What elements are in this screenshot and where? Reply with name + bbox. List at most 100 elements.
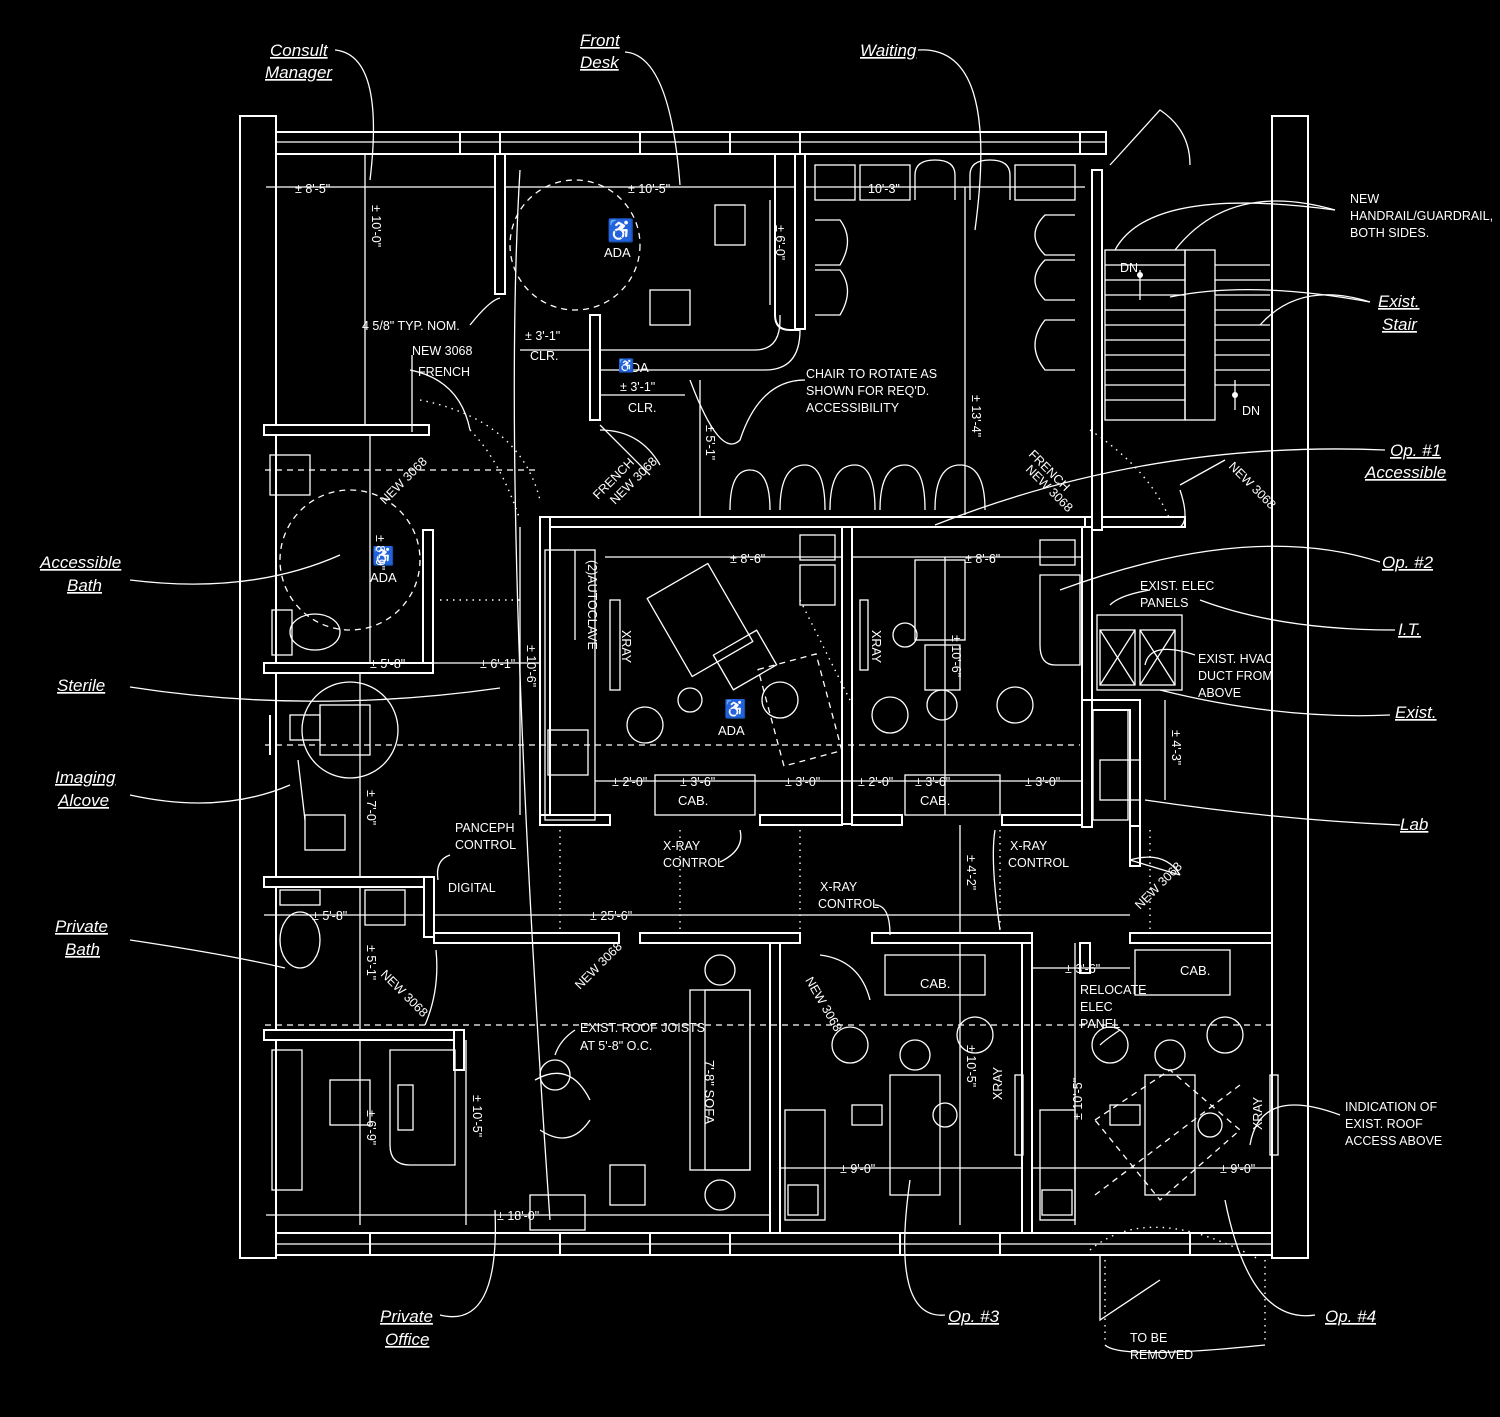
dim-corr-w: ± 25'-6" — [590, 909, 632, 923]
note-new3068-h: NEW 3068 — [378, 967, 431, 1020]
note-xray-control-1b: CONTROL — [663, 856, 724, 870]
label-front-desk-2: Desk — [580, 53, 620, 72]
dim-op2-w: ± 8'-6" — [965, 552, 1000, 566]
label-op4: Op. #4 — [1325, 1307, 1376, 1326]
note-typ-nom: 4 5/8" TYP. NOM. — [362, 319, 460, 333]
dim-office-h2: ± 10'-5" — [470, 1095, 484, 1137]
note-roof-access-3: ACCESS ABOVE — [1345, 1134, 1442, 1148]
note-french-a: FRENCH — [418, 365, 470, 379]
note-chair-1: CHAIR TO ROTATE AS — [806, 367, 937, 381]
note-sofa: 7'-8" SOFA — [702, 1060, 717, 1125]
dim-priv-bath-w: ± 5'-8" — [312, 909, 347, 923]
dim-priv-bath-h: ± 5'-1" — [364, 945, 378, 980]
label-imaging-alcove-1: Imaging — [55, 768, 116, 787]
label-private-office-1: Private — [380, 1307, 433, 1326]
dimension-lines — [264, 154, 1272, 1225]
private-office — [271, 954, 751, 1231]
note-remove-2: REMOVED — [1130, 1348, 1193, 1362]
note-cab-1: CAB. — [678, 793, 708, 808]
op1-equipment — [626, 534, 843, 816]
note-new3068-g: NEW 3068 — [572, 939, 625, 992]
dim-clr-1: ± 3'-1" — [525, 329, 560, 343]
note-relocate-3: PANEL — [1080, 1017, 1120, 1031]
lab-counter — [1092, 709, 1129, 821]
note-elec-2: PANELS — [1140, 596, 1188, 610]
note-handrail-3: BOTH SIDES. — [1350, 226, 1429, 240]
note-xray-3: XRAY — [991, 1066, 1005, 1100]
note-remove-1: TO BE — [1130, 1331, 1167, 1345]
dim-cab-a: ± 2'-0" — [612, 775, 647, 789]
note-ada-1: ADA — [604, 245, 631, 260]
dim-relocate-w: ± 3'-6" — [1065, 962, 1100, 976]
dim-consult-w: ± 8'-5" — [295, 182, 330, 196]
note-relocate-2: ELEC — [1080, 1000, 1113, 1014]
note-new3068-e: NEW 3068 — [377, 454, 430, 507]
waiting-chairs — [729, 159, 1076, 511]
dim-op3-h2: ± 10'-5" — [964, 1045, 978, 1087]
note-xray-control-1a: X-RAY — [663, 839, 701, 853]
label-imaging-alcove-2: Alcove — [57, 791, 109, 810]
note-xray-4: XRAY — [1251, 1096, 1265, 1130]
label-lab: Lab — [1400, 815, 1428, 834]
icon-wheelchair-a: ♿ — [618, 358, 634, 373]
label-op1-accessible: Accessible — [1364, 463, 1446, 482]
label-op1: Op. #1 — [1390, 441, 1441, 460]
note-xray-control-3b: CONTROL — [818, 897, 879, 911]
wheelchair-icon-bath: ♿ — [372, 545, 394, 566]
dim-desk-w: ± 10'-5" — [628, 182, 670, 196]
note-relocate-1: RELOCATE — [1080, 983, 1146, 997]
label-front-desk-1: Front — [580, 31, 621, 50]
note-hvac-2: DUCT FROM — [1198, 669, 1273, 683]
dim-consult-h: ± 10'-0" — [369, 205, 383, 247]
dim-sterile-w: ± 6'-1" — [480, 657, 515, 671]
dim-office-w: ± 18'-0" — [497, 1209, 539, 1223]
dim-desk-h: ± 6'-0" — [773, 225, 787, 260]
label-private-bath-2: Bath — [65, 940, 100, 959]
dim-waiting-w: 10'-3" — [868, 182, 900, 196]
dim-op1-w: ± 8'-6" — [730, 552, 765, 566]
note-clr-2: CLR. — [628, 401, 656, 415]
note-handrail-1: NEW — [1350, 192, 1379, 206]
label-accessible-bath-1: Accessible — [39, 553, 121, 572]
dim-op3-w: ± 9'-0" — [840, 1162, 875, 1176]
imaging-equipment — [269, 681, 399, 851]
note-xray-control-2b: CONTROL — [1008, 856, 1069, 870]
note-cab-2: CAB. — [920, 793, 950, 808]
dim-corr-h: ± 5'-1" — [703, 425, 717, 460]
dim-op3-h: ± 4'-2" — [964, 855, 978, 890]
note-roof-access-1: INDICATION OF — [1345, 1100, 1437, 1114]
dim-sterile-h: ± 10'-6" — [524, 645, 538, 687]
note-digital: DIGITAL — [448, 881, 496, 895]
note-ada-2: ADA — [622, 360, 649, 375]
note-dn-1: DN — [1120, 261, 1138, 275]
wheelchair-icon-op1: ♿ — [724, 698, 746, 719]
note-chair-2: SHOWN FOR REQ'D. — [806, 384, 929, 398]
note-roof-access-2: EXIST. ROOF — [1345, 1117, 1423, 1131]
dim-waiting-h: ± 13'-4" — [969, 395, 983, 437]
note-ada-3: ADA — [370, 570, 397, 585]
dim-cab-c: ± 3'-0" — [785, 775, 820, 789]
label-waiting: Waiting — [860, 41, 917, 60]
dim-cab-e: ± 3'-6" — [915, 775, 950, 789]
op3-equipment — [784, 954, 1024, 1221]
dim-op4-h: ± 10'-5" — [1071, 1078, 1085, 1120]
note-hvac-3: ABOVE — [1198, 686, 1241, 700]
label-exist-stair-1: Exist. — [1378, 292, 1420, 311]
note-ada-4: ADA — [718, 723, 745, 738]
dimension-text: ± 8'-5" ± 10'-0" ± 10'-5" ± 6'-0" 10'-3"… — [295, 182, 1255, 1223]
note-new3068-f: NEW 3068 — [1132, 859, 1185, 912]
label-it: I.T. — [1398, 620, 1421, 639]
door-swings — [409, 109, 1226, 1322]
note-cab-4: CAB. — [1180, 963, 1210, 978]
label-sterile: Sterile — [57, 676, 105, 695]
note-handrail-2: HANDRAIL/GUARDRAIL, — [1350, 209, 1493, 223]
note-panceph-2: CONTROL — [455, 838, 516, 852]
leader-lines — [129, 49, 1401, 1354]
it-room — [1096, 614, 1183, 801]
note-panceph-1: PANCEPH — [455, 821, 515, 835]
stair — [1104, 249, 1270, 421]
dim-bath-w: ± 5'-8" — [370, 657, 405, 671]
wheelchair-icon: ♿ — [607, 218, 634, 243]
note-elec-1: EXIST. ELEC — [1140, 579, 1214, 593]
